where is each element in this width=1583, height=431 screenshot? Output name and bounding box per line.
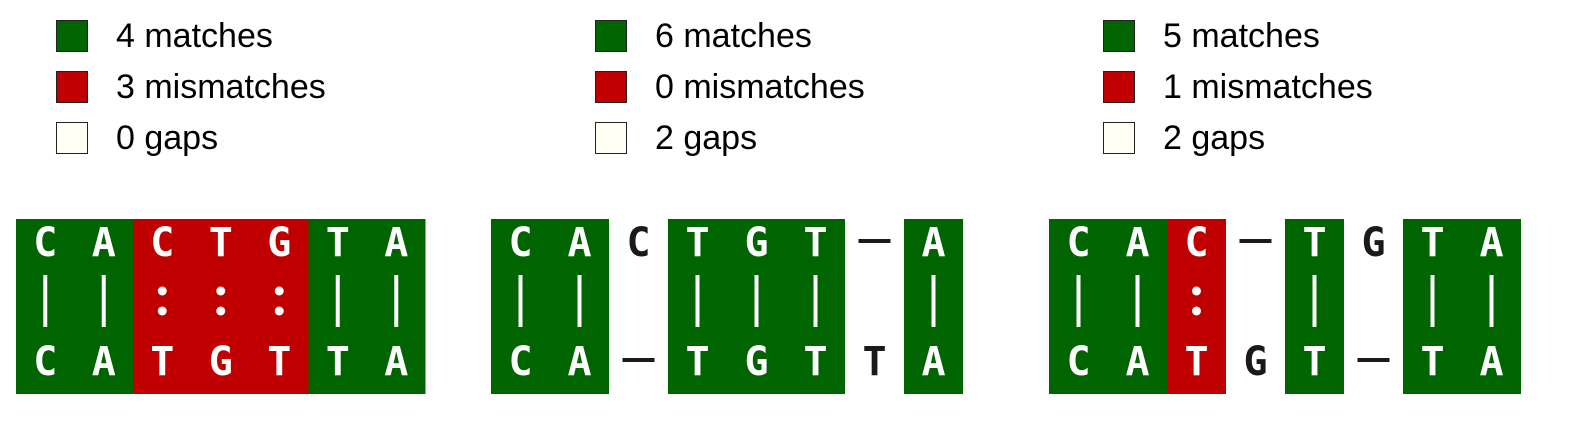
legend-matches-label: 5 matches <box>1163 17 1320 55</box>
match-block <box>308 219 426 394</box>
bottom-base-3: T <box>685 339 709 385</box>
top-base-7: A <box>921 220 945 266</box>
top-base-1: A <box>92 220 116 266</box>
bottom-base-7: A <box>921 339 945 385</box>
legend-matches-label: 4 matches <box>116 17 273 55</box>
top-base-1: A <box>567 220 591 266</box>
top-base-5: T <box>326 220 350 266</box>
bottom-base-3: G <box>209 339 233 385</box>
top-base-0: C <box>33 220 57 266</box>
gap-swatch <box>595 122 627 154</box>
top-base-5: G <box>1361 220 1385 266</box>
bottom-base-2: T <box>1184 339 1208 385</box>
match-swatch <box>1103 20 1135 52</box>
match-block <box>1049 219 1167 394</box>
top-base-6: A <box>384 220 408 266</box>
bottom-base-1: A <box>567 339 591 385</box>
bottom-base-1: A <box>1125 339 1149 385</box>
gap-swatch <box>56 122 88 154</box>
gap-swatch <box>1103 122 1135 154</box>
mismatch-dot <box>157 306 167 316</box>
top-base-7: A <box>1479 220 1503 266</box>
mismatch-dot <box>1192 286 1201 296</box>
mismatch-swatch <box>595 71 627 103</box>
match-block <box>1403 219 1521 394</box>
legend-gaps-label: 2 gaps <box>655 119 758 157</box>
bottom-base-5: T <box>803 339 827 385</box>
top-base-0: C <box>508 220 532 266</box>
mismatch-dot <box>1192 306 1201 316</box>
top-base-6: T <box>1420 220 1444 266</box>
top-base-4: G <box>267 220 291 266</box>
legend-matches-label: 6 matches <box>655 17 812 55</box>
top-base-4: T <box>1302 220 1326 266</box>
match-block <box>16 219 133 394</box>
match-block <box>491 219 609 394</box>
top-base-5: T <box>803 220 827 266</box>
mismatch-dot <box>216 306 226 316</box>
legend-mismatches-label: 3 mismatches <box>116 68 326 106</box>
top-base-2: C <box>626 220 650 266</box>
top-base-4: G <box>744 220 768 266</box>
top-base-0: C <box>1066 220 1090 266</box>
bottom-base-0: C <box>33 339 57 385</box>
mismatch-dot <box>274 286 284 296</box>
bottom-base-1: A <box>92 339 116 385</box>
bottom-base-6: T <box>862 339 886 385</box>
bottom-base-4: G <box>744 339 768 385</box>
mismatch-swatch <box>56 71 88 103</box>
bottom-base-3: G <box>1243 339 1267 385</box>
top-base-3: T <box>685 220 709 266</box>
top-base-3: T <box>209 220 233 266</box>
mismatch-dot <box>216 286 226 296</box>
bottom-base-6: T <box>1420 339 1444 385</box>
bottom-base-0: C <box>508 339 532 385</box>
bottom-base-4: T <box>267 339 291 385</box>
match-swatch <box>595 20 627 52</box>
legend-gaps-label: 0 gaps <box>116 119 219 157</box>
mismatch-swatch <box>1103 71 1135 103</box>
top-base-2: C <box>150 220 174 266</box>
legend-mismatches-label: 1 mismatches <box>1163 68 1373 106</box>
bottom-base-5: T <box>326 339 350 385</box>
bottom-base-2: T <box>150 339 174 385</box>
top-base-2: C <box>1184 220 1208 266</box>
bottom-base-7: A <box>1479 339 1503 385</box>
top-base-1: A <box>1125 220 1149 266</box>
bottom-base-4: T <box>1302 339 1326 385</box>
legend-mismatches-label: 0 mismatches <box>655 68 865 106</box>
bottom-base-6: A <box>384 339 408 385</box>
match-swatch <box>56 20 88 52</box>
mismatch-dot <box>274 306 284 316</box>
bottom-base-0: C <box>1066 339 1090 385</box>
legend-gaps-label: 2 gaps <box>1163 119 1266 157</box>
mismatch-dot <box>157 286 167 296</box>
